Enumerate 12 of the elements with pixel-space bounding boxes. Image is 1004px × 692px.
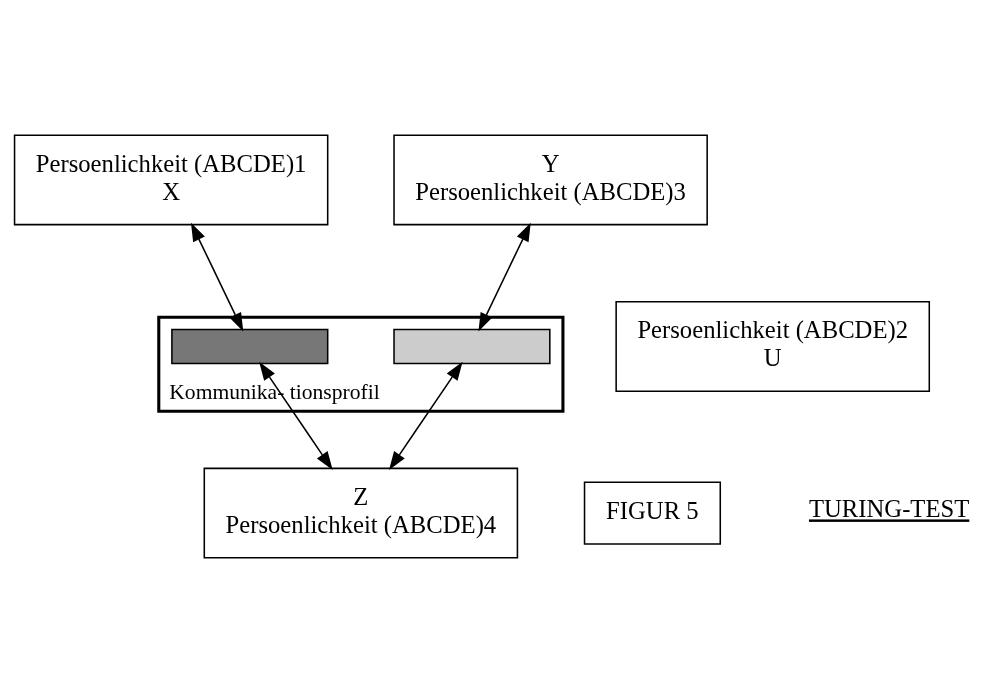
label: TURING-TEST	[808, 494, 970, 522]
node-box: Persoenlichkeit (ABCDE)1 X	[13, 133, 329, 225]
node-box: Z Persoenlichkeit (ABCDE)4	[203, 467, 519, 559]
arrow	[259, 361, 333, 470]
node-bar	[393, 328, 551, 364]
arrow	[191, 222, 244, 331]
node-box: Y Persoenlichkeit (ABCDE)3	[393, 133, 708, 225]
node-box: FIGUR 5	[583, 480, 722, 545]
arrow	[389, 361, 463, 470]
node-bar	[171, 328, 329, 364]
node-box: Persoenlichkeit (ABCDE)2 U	[615, 300, 931, 392]
arrow	[478, 222, 531, 331]
